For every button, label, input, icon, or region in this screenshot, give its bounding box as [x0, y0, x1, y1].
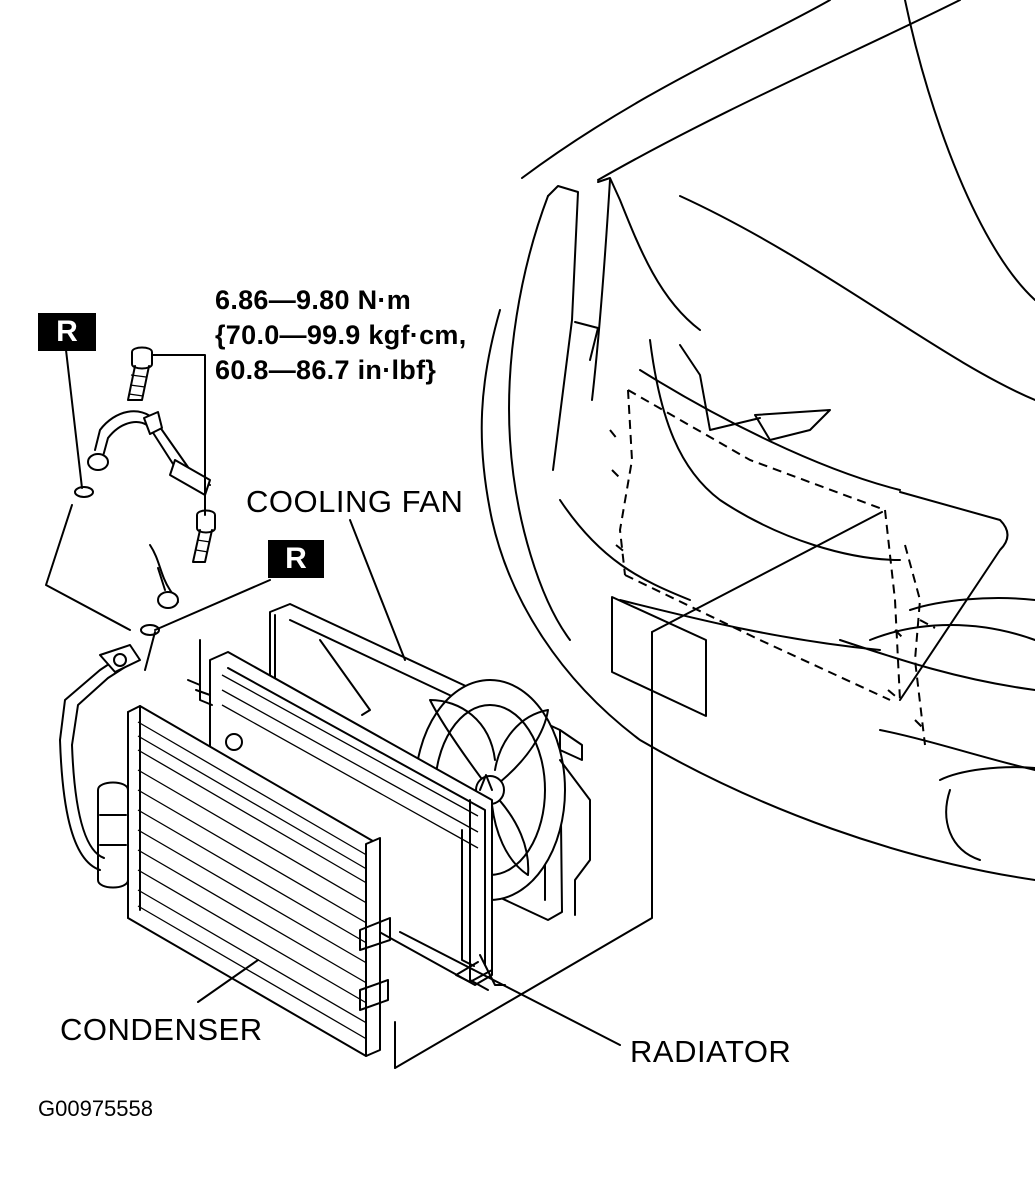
torque-spec-line-2: {70.0—99.9 kgf·cm,: [215, 320, 467, 350]
fan-motor-connector: [559, 729, 583, 761]
replace-part-badge: R: [38, 313, 96, 351]
condenser-side-tank: [365, 837, 381, 1057]
receiver-drier: [97, 781, 129, 889]
assembly-projection-lines: [394, 511, 883, 1069]
condenser-label: CONDENSER: [60, 1012, 263, 1047]
figure-code: G00975558: [38, 1096, 153, 1121]
condenser-assembly: [59, 644, 391, 1057]
lower-o-ring: [140, 624, 160, 636]
vehicle-front-body: [480, 0, 1035, 881]
condenser-fins: [137, 721, 371, 1042]
label-leader-lines: [197, 519, 621, 1046]
radiator-label: RADIATOR: [630, 1034, 792, 1069]
refrigerant-pipe-fittings: [45, 346, 271, 671]
upper-o-ring: [74, 486, 94, 498]
cooling-fan-label: COOLING FAN: [246, 484, 464, 519]
torque-spec-line-3: 60.8—86.7 in·lbf}: [215, 355, 437, 385]
torque-spec-line-1: 6.86—9.80 N·m: [215, 285, 411, 315]
replace-part-badge: R: [268, 540, 324, 578]
